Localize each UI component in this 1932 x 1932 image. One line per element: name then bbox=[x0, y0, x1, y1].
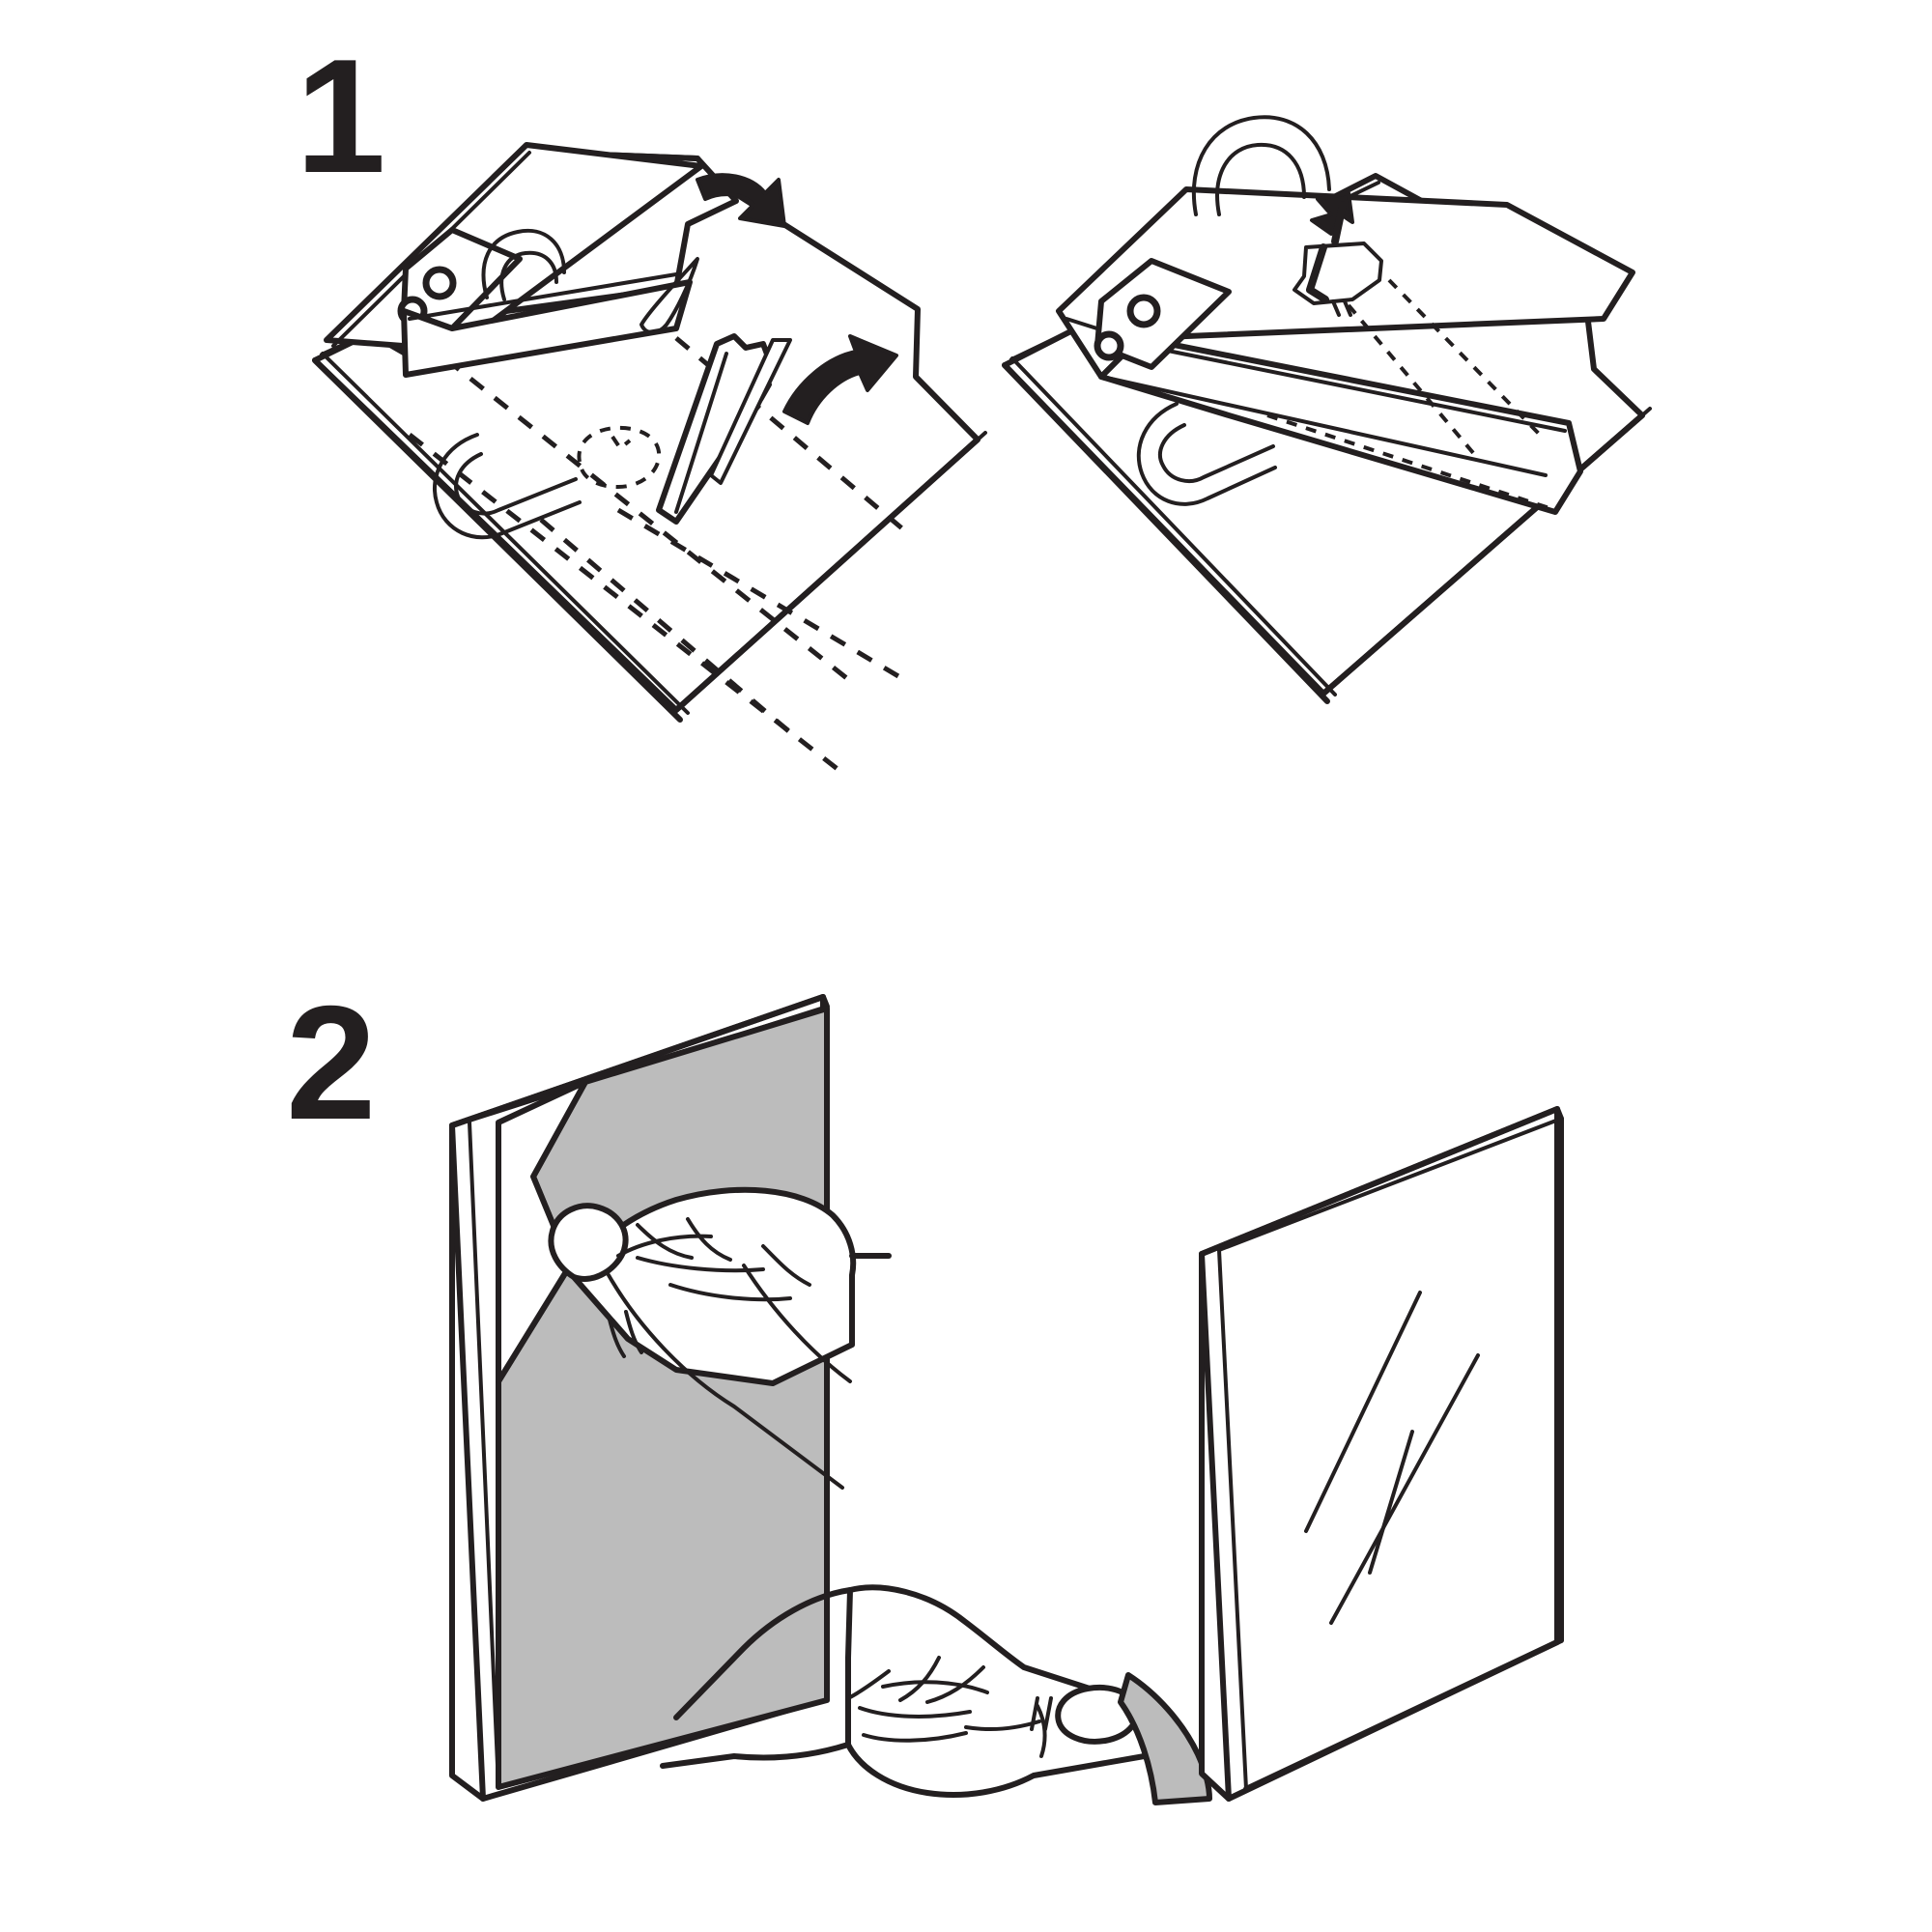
raised-bracket-arm bbox=[1056, 186, 1635, 380]
shine-line-1 bbox=[1304, 1291, 1422, 1533]
u-hook-board bbox=[433, 433, 582, 540]
step-2-number: 2 bbox=[286, 972, 376, 1153]
film-corner-tab bbox=[1118, 1672, 1212, 1805]
screw-hole-lower bbox=[397, 296, 428, 327]
mirror-panel-clean bbox=[1199, 1106, 1564, 1802]
hidden-outline-dashed bbox=[408, 336, 905, 775]
bracket-screw-plate bbox=[397, 227, 523, 331]
hidden-peg-seat-dashed bbox=[577, 425, 662, 490]
step-2-illustration-left bbox=[449, 994, 892, 1802]
peg-tab-raised bbox=[1293, 242, 1383, 317]
step-1-number: 1 bbox=[296, 25, 385, 207]
protective-film bbox=[496, 1006, 830, 1790]
mirror-panel bbox=[449, 994, 830, 1802]
bracket-hinge-body bbox=[401, 272, 693, 378]
raised-bracket-slope bbox=[1098, 335, 1583, 515]
folding-bracket-arm bbox=[362, 150, 739, 362]
film-peel-edge bbox=[496, 1079, 588, 1384]
hand-peeling-lower bbox=[660, 1584, 1158, 1798]
screw-hole-upper bbox=[1126, 294, 1161, 328]
peg-tab-blade bbox=[709, 338, 792, 485]
lift-peg-arrow bbox=[1310, 191, 1354, 245]
hand-peeling-upper bbox=[548, 1186, 857, 1490]
shine-line-2 bbox=[1329, 1353, 1480, 1625]
screw-hole-lower bbox=[1094, 330, 1124, 361]
step-2-illustration-hand-lower bbox=[660, 1584, 1212, 1805]
step-2-illustration-right bbox=[1199, 1106, 1564, 1802]
screw-hole-upper bbox=[422, 266, 457, 300]
backing-board bbox=[312, 169, 987, 723]
step-1-illustration-left bbox=[312, 142, 987, 775]
backing-board bbox=[1002, 173, 1652, 704]
u-hook-top bbox=[1191, 115, 1331, 216]
step-1-illustration-right bbox=[1002, 115, 1652, 704]
u-hook-board bbox=[1136, 402, 1277, 506]
hand-lower-knuckle-lines bbox=[1030, 1696, 1053, 1731]
bracket-screw-plate bbox=[1094, 258, 1232, 370]
hand-lower-thumb bbox=[1055, 1685, 1140, 1745]
mirror-shine-lines bbox=[1304, 1291, 1480, 1625]
lift-tab-arrow bbox=[782, 334, 898, 425]
rotate-bracket-arrow bbox=[696, 173, 786, 228]
hidden-outline-dashed bbox=[1266, 278, 1556, 512]
keyhole-slot bbox=[639, 257, 699, 335]
shine-line-3 bbox=[1368, 1430, 1414, 1575]
u-hook-top bbox=[481, 228, 566, 301]
peg-tab bbox=[656, 333, 772, 525]
bracket-upper-face bbox=[324, 142, 704, 353]
